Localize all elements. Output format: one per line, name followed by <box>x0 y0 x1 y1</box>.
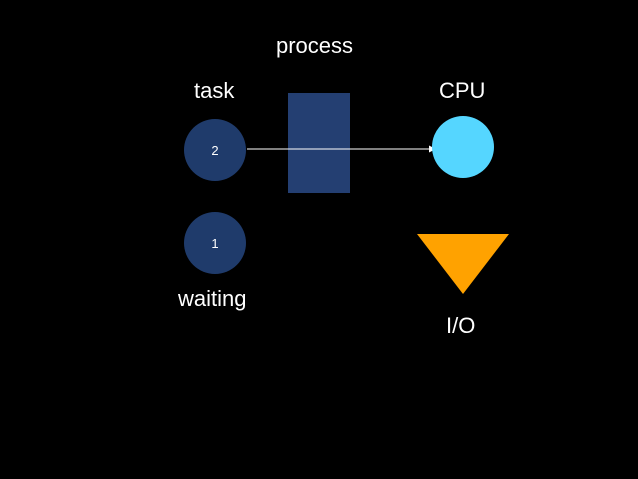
process-label: process <box>276 33 354 58</box>
waiting-label: waiting <box>178 286 247 311</box>
task-circle-waiting: 1 <box>184 212 246 274</box>
process-block <box>288 93 350 193</box>
task-label: task <box>194 78 235 103</box>
cpu-label: CPU <box>439 78 486 103</box>
io-label: I/O <box>446 313 476 338</box>
io-triangle-icon <box>417 234 509 294</box>
task-circle-running: 2 <box>184 119 246 181</box>
task-to-cpu-arrow <box>247 145 436 153</box>
cpu-circle-icon <box>432 116 494 178</box>
